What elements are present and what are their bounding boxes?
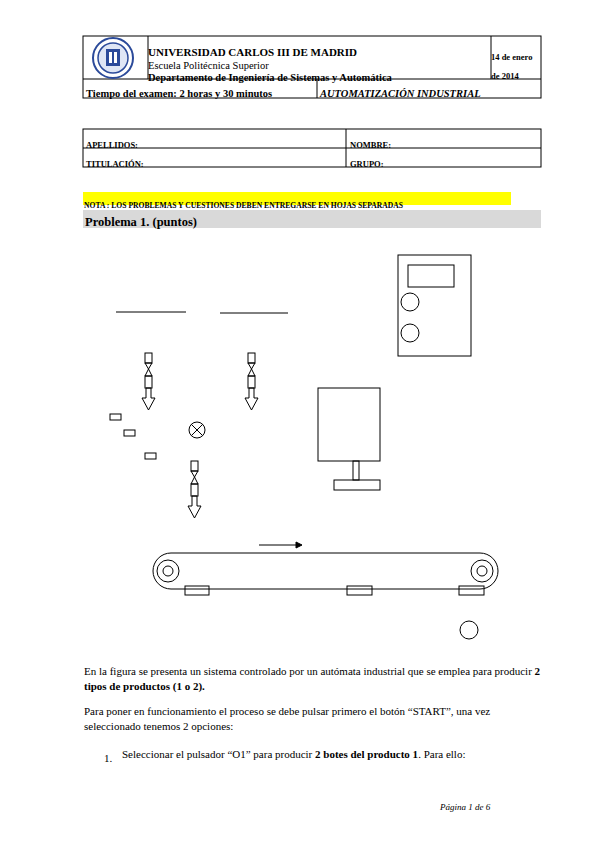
department-name: Departamento de Ingeniería de Sistemas y… xyxy=(148,72,392,83)
text-holder: 14 de enero de 2014 xyxy=(491,45,541,83)
paragraph: Seleccionar el pulsador “O1” para produc… xyxy=(122,747,542,762)
process-illustration xyxy=(110,255,498,639)
paragraph: Para poner en funcionamiento el proceso … xyxy=(84,704,542,734)
text-holder: TITULACIÓN: xyxy=(86,152,336,171)
paragraph: En la figura se presenta un sistema cont… xyxy=(84,664,542,694)
university-logo xyxy=(93,38,133,78)
problem-heading: Problema 1. (puntos) xyxy=(85,215,197,229)
body-text-bold: 2 botes del producto 1 xyxy=(315,748,418,760)
body-text: . Para ello: xyxy=(418,748,465,760)
text-holder: GRUPO: xyxy=(350,152,530,171)
text-holder: Escuela Politécnica Superior xyxy=(148,54,491,73)
body-text: Para poner en funcionamiento el proceso … xyxy=(84,705,490,732)
text-holder: AUTOMATIZACIÓN INDUSTRIAL xyxy=(320,82,540,101)
exam-duration: Tiempo del examen: 2 horas y 30 minutos xyxy=(86,88,272,99)
text-holder: Tiempo del examen: 2 horas y 30 minutos xyxy=(86,82,316,101)
body-text: En la figura se presenta un sistema cont… xyxy=(84,665,532,677)
text-holder: NOTA : LOS PROBLEMAS Y CUESTIONES DEBEN … xyxy=(84,193,514,212)
exam-date: 14 de enero de 2014 xyxy=(491,52,532,81)
text-holder: 1. xyxy=(104,747,124,766)
school-name: Escuela Politécnica Superior xyxy=(148,60,269,71)
course-name: AUTOMATIZACIÓN INDUSTRIAL xyxy=(320,88,481,99)
text-holder: NOMBRE: xyxy=(350,133,530,152)
text-holder: Problema 1. (puntos) xyxy=(85,211,385,230)
header-table xyxy=(83,36,541,98)
field-label: APELLIDOS: xyxy=(86,140,138,150)
text-holder: UNIVERSIDAD CARLOS III DE MADRID xyxy=(148,41,491,60)
problem-bar xyxy=(83,210,541,228)
body-text: Seleccionar el pulsador “O1” para produc… xyxy=(122,748,312,760)
field-label: TITULACIÓN: xyxy=(86,159,144,169)
university-name: UNIVERSIDAD CARLOS III DE MADRID xyxy=(148,46,357,58)
text-holder: Página 1 de 6 xyxy=(440,795,540,814)
student-table xyxy=(83,129,541,167)
text-holder: Departamento de Ingeniería de Sistemas y… xyxy=(148,66,491,85)
exam-note: NOTA : LOS PROBLEMAS Y CUESTIONES DEBEN … xyxy=(84,201,403,210)
page-number: Página 1 de 6 xyxy=(440,802,490,812)
text-holder: APELLIDOS: xyxy=(86,133,336,152)
field-label: GRUPO: xyxy=(350,159,384,169)
field-label: NOMBRE: xyxy=(350,140,391,150)
list-number: 1. xyxy=(104,752,112,764)
